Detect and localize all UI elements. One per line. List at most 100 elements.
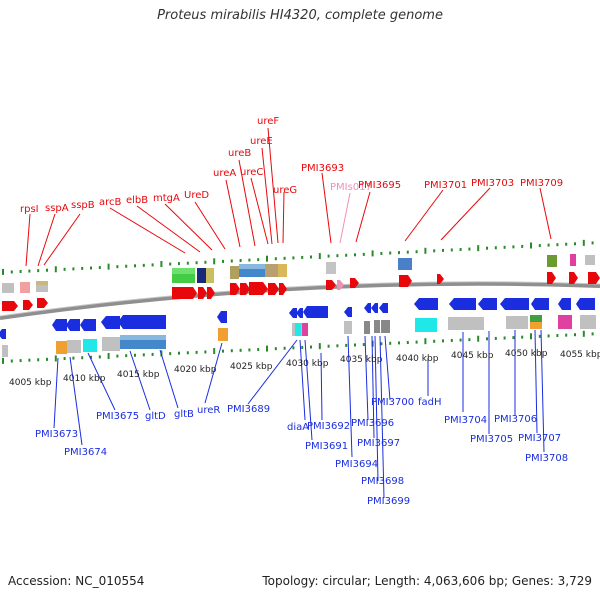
tick-mark [204, 350, 207, 354]
gene-arrow[interactable] [558, 298, 571, 310]
gene-label[interactable]: gltD [145, 411, 166, 422]
gene-arrow[interactable] [344, 307, 352, 317]
gene-label[interactable]: PMIs017 [330, 182, 372, 193]
gene-label[interactable]: elbB [126, 195, 148, 206]
gene-arrow[interactable] [207, 287, 215, 299]
gene-arrow[interactable] [399, 275, 412, 287]
tick-label: 4025 kbp [230, 362, 273, 372]
gene-label[interactable]: PMI3700 [371, 397, 414, 408]
gene-label[interactable]: PMI3701 [424, 180, 467, 191]
gene-arrow[interactable] [0, 329, 6, 339]
tick-mark [10, 270, 13, 274]
gene-arrow[interactable] [118, 315, 166, 329]
gene-label[interactable]: PMI3703 [471, 178, 514, 189]
lower-tick-track [2, 330, 594, 364]
top-leaders [25, 127, 552, 267]
gene-label[interactable]: PMI3709 [520, 178, 563, 189]
gene-label[interactable]: ureF [257, 116, 279, 127]
tick-mark [28, 358, 31, 362]
gene-arrow[interactable] [198, 287, 207, 299]
gene-arrow[interactable] [52, 319, 67, 331]
gene-label[interactable]: PMI3699 [367, 496, 410, 507]
gene-arrow[interactable] [350, 278, 359, 288]
gene-label[interactable]: diaA [287, 422, 309, 433]
tick-mark [98, 355, 101, 359]
gene-label[interactable]: PMI3706 [494, 414, 537, 425]
gene-arrow[interactable] [101, 316, 120, 329]
gene-label[interactable]: ureR [197, 405, 220, 416]
gene-label[interactable]: gltB [174, 409, 194, 420]
pseudo-gene-arrow[interactable] [337, 280, 344, 290]
gene-label[interactable]: PMI3705 [470, 434, 513, 445]
gene-label[interactable]: PMI3704 [444, 415, 487, 426]
gene-label[interactable]: PMI3708 [525, 453, 568, 464]
gene-arrow[interactable] [478, 298, 497, 310]
gene-arrow[interactable] [296, 308, 303, 318]
gene-label[interactable]: PMI3707 [518, 433, 561, 444]
pseudo-leader [339, 192, 351, 244]
gene-label[interactable]: ureB [228, 148, 251, 159]
gene-label[interactable]: PMI3698 [361, 476, 404, 487]
gene-arrow[interactable] [500, 298, 529, 310]
gene-arrow[interactable] [217, 311, 227, 323]
gene-arrow[interactable] [379, 303, 388, 313]
gene-arrow[interactable] [547, 272, 556, 284]
gene-arrow[interactable] [23, 300, 33, 310]
gene-arrow[interactable] [326, 280, 336, 290]
gene-arrow[interactable] [230, 283, 240, 295]
tick-mark [28, 269, 31, 273]
gene-arrow[interactable] [37, 298, 48, 308]
gene-label[interactable]: PMI3696 [351, 418, 394, 429]
gene-label[interactable]: fadH [418, 397, 442, 408]
gene-label[interactable]: PMI3694 [335, 459, 378, 470]
tick-mark [442, 248, 444, 252]
gene-label[interactable]: PMI3697 [357, 438, 400, 449]
gene-arrow[interactable] [268, 283, 279, 295]
gene-label[interactable]: sspA [45, 203, 69, 214]
gene-label[interactable]: rpsI [20, 204, 39, 215]
gene-arrow[interactable] [437, 274, 444, 284]
gene-arrow[interactable] [531, 298, 549, 310]
gene-label[interactable]: PMI3692 [307, 421, 350, 432]
gene-arrow[interactable] [576, 298, 595, 310]
tick-label: 4010 kbp [63, 374, 106, 384]
gene-label[interactable]: ureE [250, 136, 273, 147]
gene-arrow[interactable] [364, 303, 371, 313]
gene-label[interactable]: PMI3689 [227, 404, 270, 415]
gene-label[interactable]: PMI3695 [358, 180, 401, 191]
tick-mark [195, 261, 198, 265]
tick-mark [530, 333, 532, 340]
gene-arrow[interactable] [279, 283, 287, 295]
gene-arrow[interactable] [249, 282, 268, 295]
gene-arrow[interactable] [80, 319, 96, 331]
gene-label[interactable]: arcB [99, 197, 122, 208]
gene-arrow[interactable] [66, 319, 80, 331]
gene-label[interactable]: PMI3673 [35, 429, 78, 440]
tick-mark [398, 251, 400, 255]
gene-arrow[interactable] [414, 298, 438, 310]
gene-label[interactable]: sspB [71, 200, 95, 211]
gene-arrow[interactable] [569, 272, 578, 284]
gene-arrow[interactable] [2, 301, 18, 311]
tick-mark [477, 245, 480, 252]
gene-label[interactable]: PMI3691 [305, 441, 348, 452]
gene-label[interactable]: PMI3674 [64, 447, 107, 458]
gene-label[interactable]: ureG [273, 185, 297, 196]
gene-label[interactable]: mtgA [153, 193, 180, 204]
gene-arrow[interactable] [588, 272, 600, 284]
gene-arrow[interactable] [449, 298, 476, 310]
gene-label[interactable]: ureA [213, 168, 236, 179]
gene-arrow[interactable] [303, 306, 328, 318]
gene-arrow[interactable] [172, 287, 197, 299]
gene-arrow[interactable] [240, 283, 250, 295]
tick-mark [468, 247, 471, 251]
gene-arrow[interactable] [289, 308, 297, 318]
tick-mark [151, 263, 154, 267]
gene-label[interactable]: UreD [184, 190, 209, 201]
gene-label[interactable]: PMI3675 [96, 411, 139, 422]
tick-mark [503, 245, 506, 249]
gene-arrow[interactable] [371, 303, 378, 313]
gene-label[interactable]: PMI3693 [301, 163, 344, 174]
gene-label[interactable]: ureC [240, 167, 263, 178]
